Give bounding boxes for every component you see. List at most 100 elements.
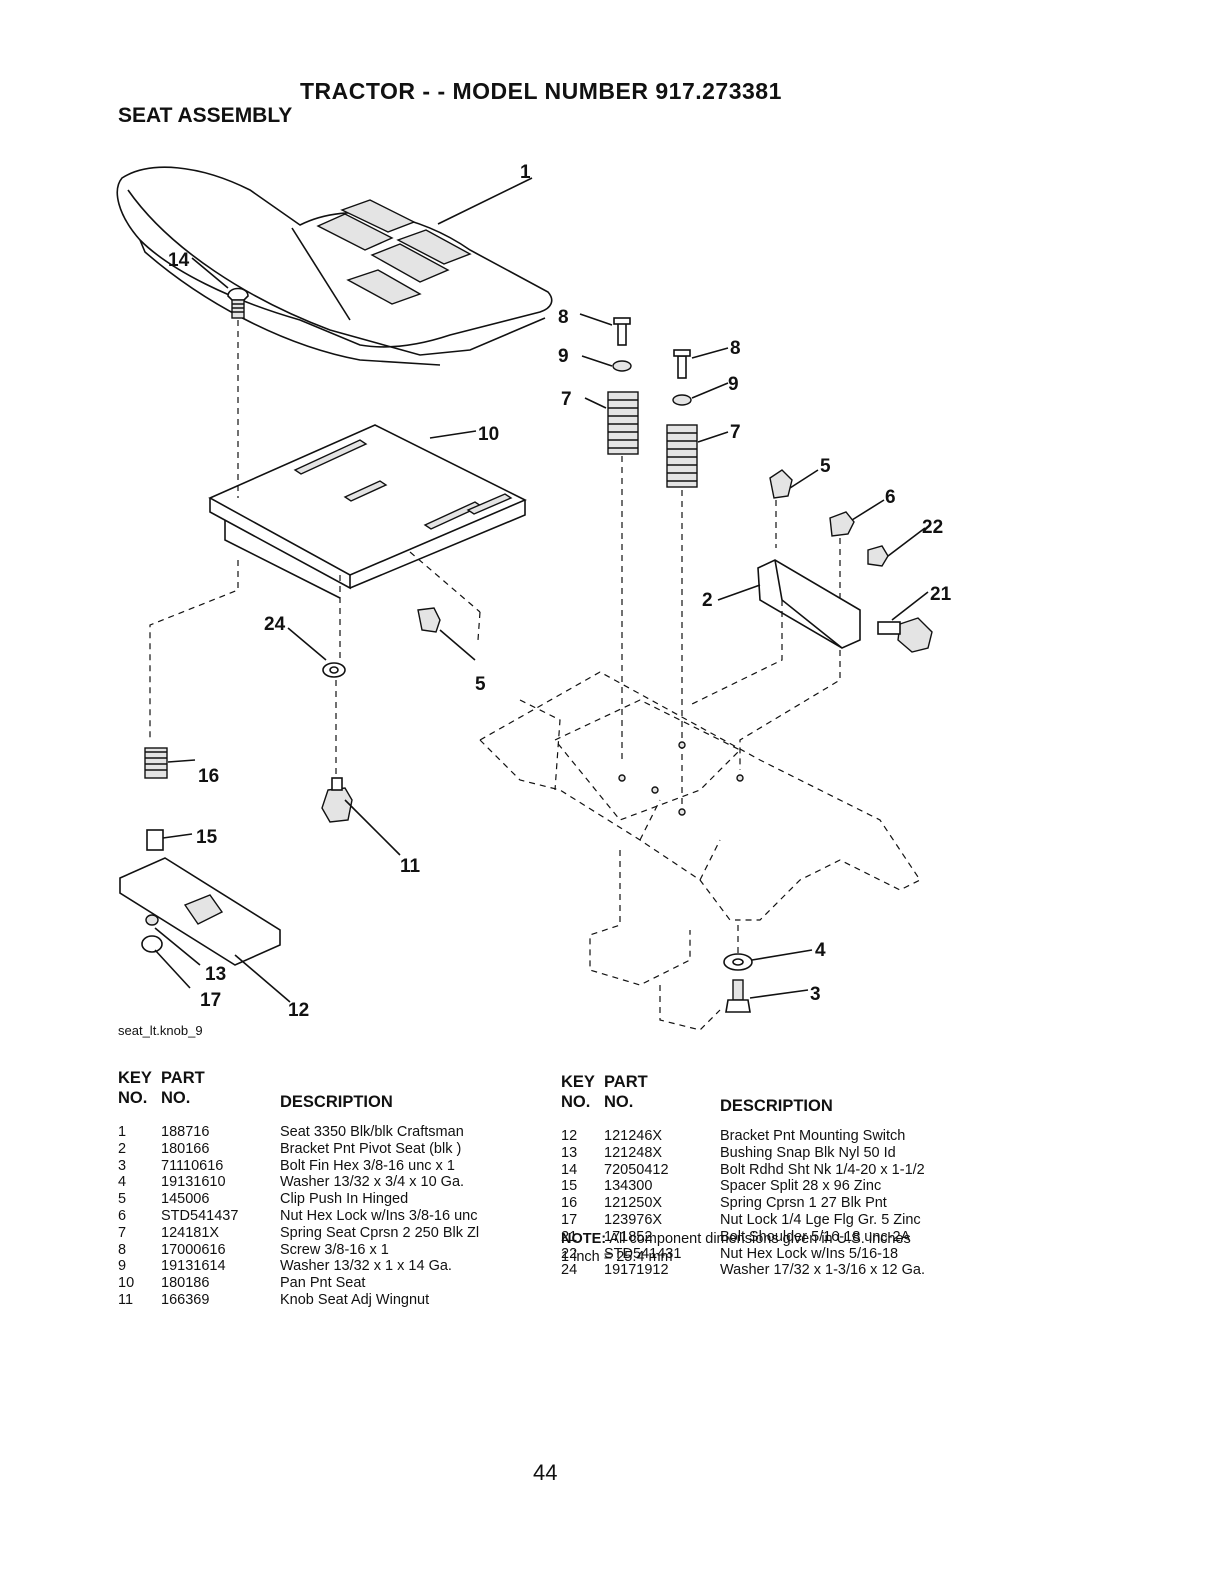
callout-4: 4 [815,940,826,961]
part-number: 124181X [161,1224,220,1241]
part-key-number: 14 [561,1161,578,1178]
part-description: Spacer Split 28 x 96 Zinc [720,1178,882,1195]
part-key-number: 8 [118,1241,127,1258]
header-key-bottom: NO. [118,1089,148,1107]
header-key-top: KEY [118,1069,152,1087]
part-key-number: 2 [118,1140,127,1157]
part-key-number: 9 [118,1258,127,1275]
part-description: Nut Hex Lock w/Ins 5/16-18 [720,1245,899,1262]
part-number: 19171912 [604,1262,669,1279]
part-number: 180186 [161,1275,210,1292]
part-description: Washer 17/32 x 1-3/16 x 12 Ga. [720,1262,925,1279]
washer-bolt-4-3-illustration [723,925,813,1013]
callout-15: 15 [196,827,218,848]
part-description: Spring Cprsn 1 27 Blk Pnt [720,1195,887,1212]
part-number: 121248X [604,1144,663,1161]
callout-10: 10 [478,424,499,445]
spring-16-illustration [144,560,239,851]
callout-3: 3 [810,984,821,1005]
part-description: Seat 3350 Blk/blk Craftsman [280,1124,464,1140]
part-number: 19131614 [161,1258,226,1275]
part-number: 180166 [161,1140,210,1157]
part-description: Screw 3/8-16 x 1 [280,1241,389,1258]
callout-9-left: 9 [558,346,569,367]
parts-table-right: KEY NO. PART NO. DESCRIPTION 12 121246X Br… [561,1072,981,1278]
header-part-top: PART [161,1069,205,1087]
callout-9-right: 9 [728,374,739,395]
part-description: Spring Seat Cprsn 2 250 Blk Zl [280,1224,480,1241]
part-description: Bolt Shoulder 5/16-18 unc-2A [720,1228,911,1245]
part-number: 17000616 [161,1241,226,1258]
pivot-bracket-illustration [689,469,933,770]
note-conversion: 1 inch = 25.4 mm [561,1249,673,1265]
callout-21: 21 [930,584,952,605]
part-key-number: 1 [118,1124,127,1140]
part-number: 19131610 [161,1174,226,1191]
callout-24: 24 [264,614,286,635]
tractor-frame-outline [479,671,921,1031]
section-title: SEAT ASSEMBLY [118,104,293,127]
part-description: Knob Seat Adj Wingnut [280,1292,430,1308]
part-number: 121250X [604,1195,663,1212]
part-key-number: 16 [561,1195,578,1212]
part-key-number: 11 [118,1292,134,1308]
part-key-number: 24 [561,1262,578,1279]
part-key-number: 5 [118,1191,127,1208]
part-key-number: 7 [118,1224,127,1241]
callout-16: 16 [198,766,219,787]
part-description: Bolt Fin Hex 3/8-16 unc x 1 [280,1157,455,1174]
part-description: Clip Push In Hinged [280,1191,409,1208]
part-key-number: 22 [561,1245,578,1262]
page-title: TRACTOR - - MODEL NUMBER 917.273381 [300,78,782,104]
callout-7-left: 7 [561,389,572,410]
callout-12: 12 [288,1000,309,1021]
header-key-top: KEY [561,1073,595,1091]
part-number: 188716 [161,1124,210,1140]
diagram-caption: seat_lt.knob_9 [118,1023,203,1038]
callout-8-right: 8 [730,338,741,359]
header-part-top: PART [604,1073,648,1091]
spring-assembly-illustration [579,313,729,810]
part-description: Washer 13/32 x 3/4 x 10 Ga. [280,1174,465,1191]
header-part-bottom: NO. [604,1093,634,1111]
part-number: 121246X [604,1128,663,1144]
part-description: Bolt Rdhd Sht Nk 1/4-20 x 1-1/2 [720,1161,925,1178]
part-description: Bracket Pnt Mounting Switch [720,1128,906,1144]
note-label: NOTE: [561,1231,607,1247]
callout-11: 11 [400,856,421,877]
part-number: 123976X [604,1212,663,1228]
part-number: 145006 [161,1191,210,1208]
callout-5-right: 5 [820,456,831,477]
header-part-bottom: NO. [161,1089,191,1107]
part-key-number: 15 [561,1178,578,1195]
part-number: 71110616 [161,1157,224,1174]
header-description: DESCRIPTION [280,1093,393,1111]
seat-illustration [116,166,553,366]
callout-1: 1 [520,162,531,183]
part-description: Bracket Pnt Pivot Seat (blk ) [280,1140,462,1157]
part-number: STD541431 [604,1245,682,1262]
washer-24-illustration [287,575,346,780]
header-key-bottom: NO. [561,1093,591,1111]
part-key-number: 12 [561,1128,578,1144]
knob-11-illustration [321,777,401,856]
part-key-number: 10 [118,1275,135,1292]
part-key-number: 21 [561,1228,578,1245]
dimension-note: NOTE: All component dimensions given in … [561,1230,911,1266]
part-number: 72050412 [604,1161,669,1178]
callout-7-right: 7 [730,422,741,443]
part-key-number: 4 [118,1174,127,1191]
part-number: 166369 [161,1292,210,1308]
part-key-number: 3 [118,1157,127,1174]
part-number: 134300 [604,1178,653,1195]
bracket-12-illustration [119,857,291,1003]
part-description: Washer 13/32 x 1 x 14 Ga. [280,1258,452,1275]
header-description: DESCRIPTION [720,1097,833,1115]
callout-5-left: 5 [475,674,486,695]
seat-pan-illustration [208,424,527,599]
part-description: Nut Lock 1/4 Lge Flg Gr. 5 Zinc [720,1212,921,1228]
page-number: 44 [533,1460,558,1485]
callout-8-left: 8 [558,307,569,328]
part-key-number: 17 [561,1212,578,1228]
part-key-number: 13 [561,1144,578,1161]
